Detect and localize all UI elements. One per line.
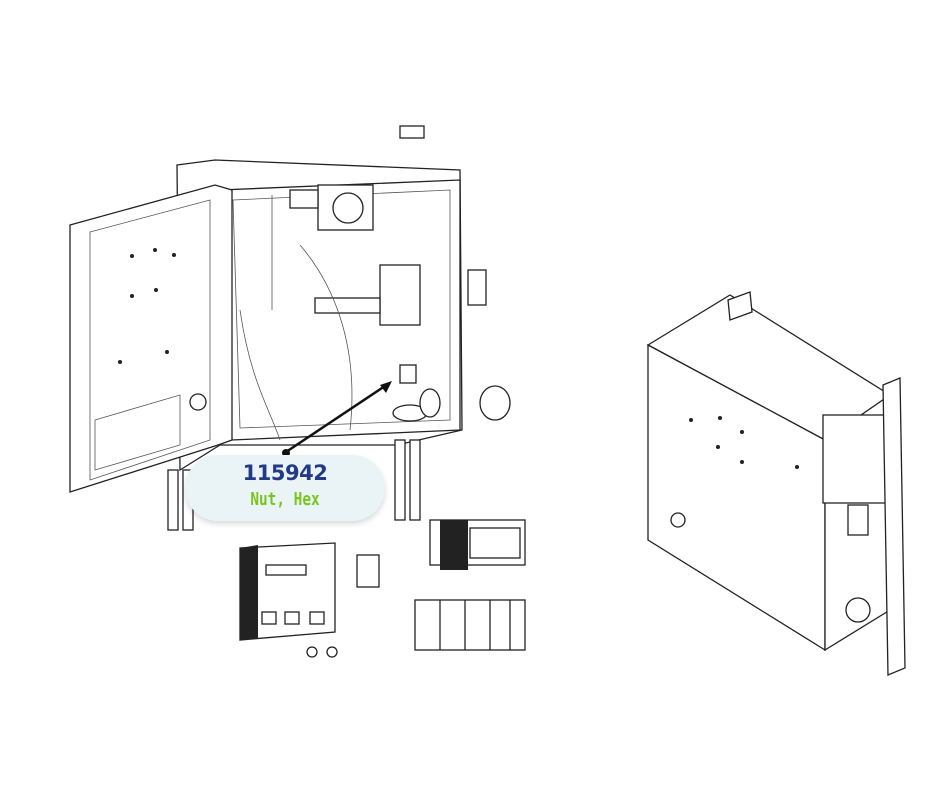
terminal-block-upper: [429, 519, 526, 570]
terminal-block-lower: [414, 599, 526, 651]
closed-enclosure: [646, 291, 906, 676]
controller-module: [239, 542, 338, 658]
open-enclosure: [69, 125, 511, 531]
part-name: Nut, Hex: [250, 489, 320, 510]
part-number: 115942: [242, 461, 328, 485]
part-callout[interactable]: 115942 Nut, Hex: [185, 455, 385, 521]
relay-component: [356, 554, 380, 588]
